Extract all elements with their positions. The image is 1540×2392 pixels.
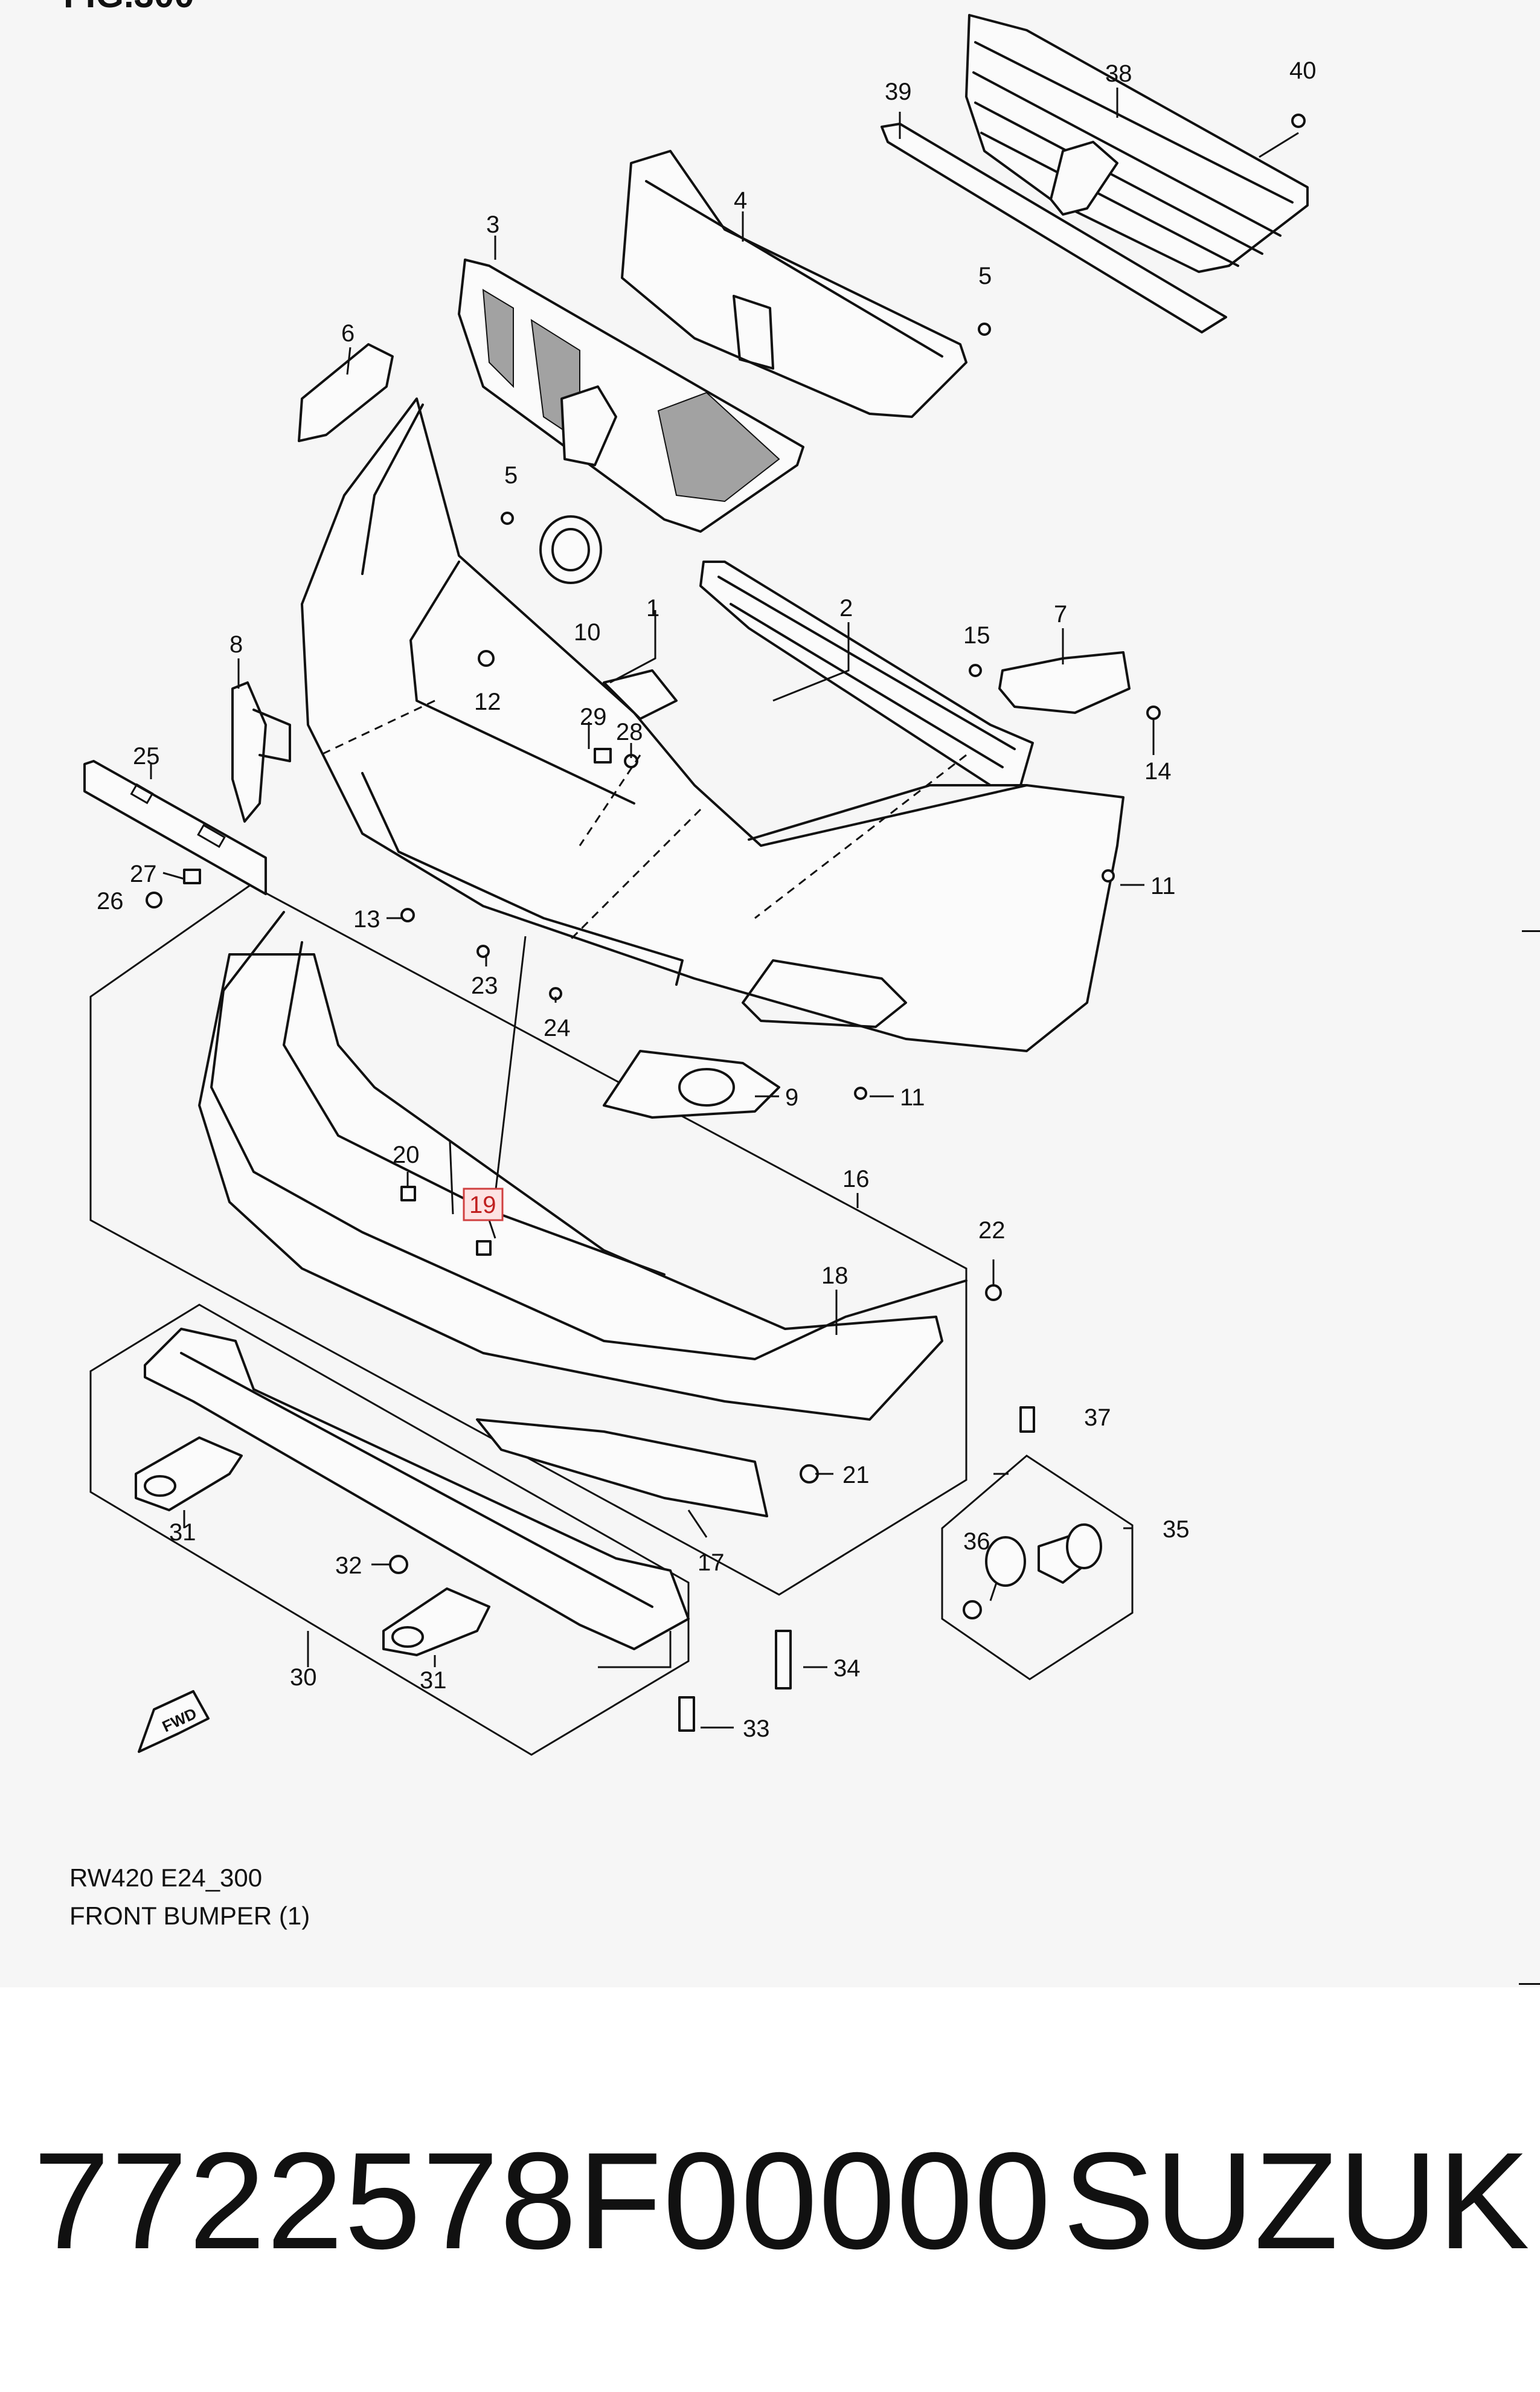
callout-19-highlight <box>463 1188 504 1221</box>
part-number: 7722578F00000 <box>33 2124 1052 2278</box>
callout-40: 40 <box>1289 57 1317 84</box>
callout-33: 33 <box>743 1715 770 1742</box>
mesh-grille <box>458 259 804 533</box>
callout-19: 19 <box>469 1192 496 1218</box>
bracket-kit <box>985 1523 1102 1587</box>
edge-tick-right <box>1522 930 1540 932</box>
callout-34: 34 <box>833 1655 861 1682</box>
callout-22: 22 <box>978 1217 1006 1244</box>
callout-3: 3 <box>486 211 499 238</box>
figure-title: FIG.300 <box>63 0 194 15</box>
callout-30: 30 <box>290 1664 317 1691</box>
left-retainer <box>231 681 267 823</box>
right-bracket <box>998 651 1131 714</box>
tow-bracket-left <box>135 1436 243 1511</box>
reinforcement-plate <box>83 760 267 895</box>
fog-lamp-cover <box>603 1050 780 1119</box>
callout-17: 17 <box>698 1549 725 1576</box>
callout-31b: 31 <box>420 1667 447 1694</box>
callout-26: 26 <box>97 888 124 915</box>
callout-38: 38 <box>1105 60 1132 87</box>
callout-21: 21 <box>842 1462 870 1488</box>
callout-10: 10 <box>574 619 601 646</box>
callout-8: 8 <box>229 631 243 658</box>
callout-7: 7 <box>1054 601 1067 628</box>
callout-29: 29 <box>580 704 607 730</box>
edge-tick-bottom <box>1519 1983 1540 1985</box>
callout-1: 1 <box>646 595 659 622</box>
callout-16: 16 <box>842 1166 870 1192</box>
callout-37: 37 <box>1084 1404 1111 1431</box>
callout-15: 15 <box>963 622 990 649</box>
callout-2: 2 <box>839 595 853 622</box>
callout-11b: 11 <box>900 1084 925 1111</box>
diagram-name-caption: FRONT BUMPER (1) <box>69 1902 310 1930</box>
callout-39: 39 <box>885 79 912 105</box>
left-bracket <box>298 343 394 442</box>
callout-35: 35 <box>1163 1516 1190 1543</box>
callout-9: 9 <box>785 1084 798 1111</box>
callout-14: 14 <box>1144 758 1172 785</box>
bumper-cover <box>301 397 1125 1052</box>
callout-13: 13 <box>353 906 380 933</box>
callout-6: 6 <box>341 320 355 347</box>
callout-4: 4 <box>734 187 747 214</box>
callout-18: 18 <box>821 1262 849 1289</box>
lower-grille <box>699 561 1034 786</box>
exploded-parts-diagram: FIG.300 <box>63 0 1317 1756</box>
callout-25: 25 <box>133 743 160 770</box>
reinforcement-beam <box>144 1328 690 1650</box>
callout-23: 23 <box>471 973 498 999</box>
callout-20: 20 <box>393 1142 420 1168</box>
callout-12: 12 <box>474 689 501 715</box>
grille-bracket <box>621 150 967 418</box>
callout-24: 24 <box>544 1015 571 1041</box>
assembly-lines <box>319 699 967 944</box>
leader-lines <box>150 88 1299 1729</box>
callout-5b: 5 <box>504 462 518 489</box>
tow-bracket-right <box>382 1587 490 1656</box>
fwd-arrow-icon: FWD <box>138 1690 210 1753</box>
diagram-code-caption: RW420 E24_300 <box>69 1863 263 1892</box>
brand-name: SUZUKI <box>1063 2124 1540 2278</box>
callout-28: 28 <box>616 719 643 745</box>
callout-27: 27 <box>130 861 157 887</box>
under-cover <box>198 911 967 1517</box>
upper-grille <box>965 14 1309 273</box>
callout-labels: 1 2 3 4 5 5 6 7 8 9 10 11 11 12 13 14 15… <box>97 57 1317 1742</box>
sensor-holder <box>539 515 602 584</box>
callout-32: 32 <box>335 1552 362 1579</box>
callout-11: 11 <box>1150 873 1176 899</box>
callout-5: 5 <box>978 263 992 289</box>
parts-diagram-panel: FIG.300 <box>63 0 1540 1985</box>
grille-molding <box>881 123 1227 333</box>
callout-36: 36 <box>963 1528 990 1555</box>
callout-31: 31 <box>169 1519 196 1546</box>
